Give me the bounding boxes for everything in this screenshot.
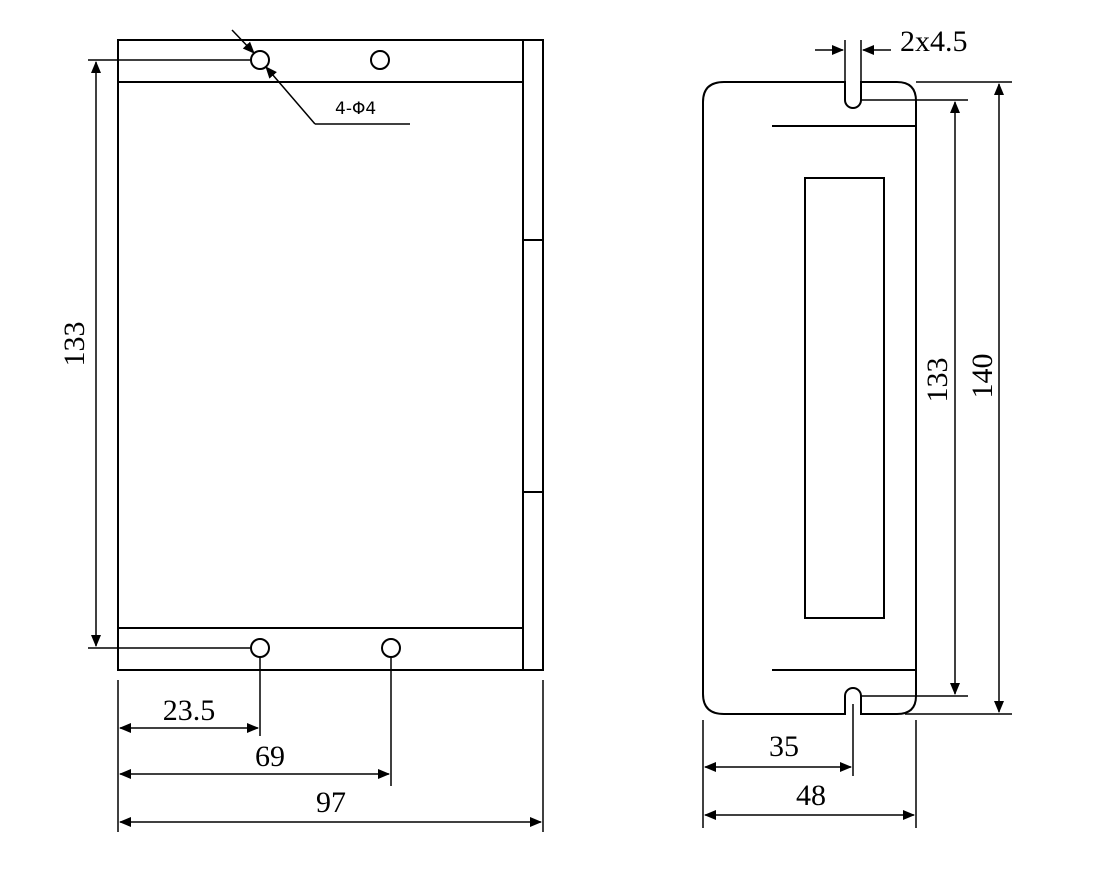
front-height-label: 133 — [58, 322, 91, 367]
hole-leader-long — [265, 66, 316, 125]
mounting-hole-bottom-right — [381, 638, 401, 658]
front-width-label: 97 — [316, 786, 346, 819]
slot-offset-label: 35 — [769, 730, 799, 763]
mounting-hole-top-left — [250, 50, 270, 70]
side-window — [804, 177, 885, 619]
side-body-outline — [702, 81, 917, 715]
mounting-hole-top-right — [370, 50, 390, 70]
side-height-label: 140 — [966, 354, 999, 399]
mounting-hole-bottom-left — [250, 638, 270, 658]
slot-callout: 2x4.5 — [900, 25, 968, 58]
front-body-outline — [117, 39, 524, 671]
side-view: 2x4.5 133 140 35 48 — [702, 25, 1012, 828]
front-side-flange — [522, 39, 544, 671]
slot-spacing-label: 133 — [921, 358, 954, 403]
hole2-offset-label: 69 — [255, 740, 285, 773]
front-view: 133 4-Φ4 23.5 69 97 — [58, 29, 544, 832]
side-width-label: 48 — [796, 779, 826, 812]
hole1-offset-label: 23.5 — [163, 694, 216, 727]
hole-leader-short — [231, 29, 255, 54]
hole-callout: 4-Φ4 — [335, 99, 376, 119]
